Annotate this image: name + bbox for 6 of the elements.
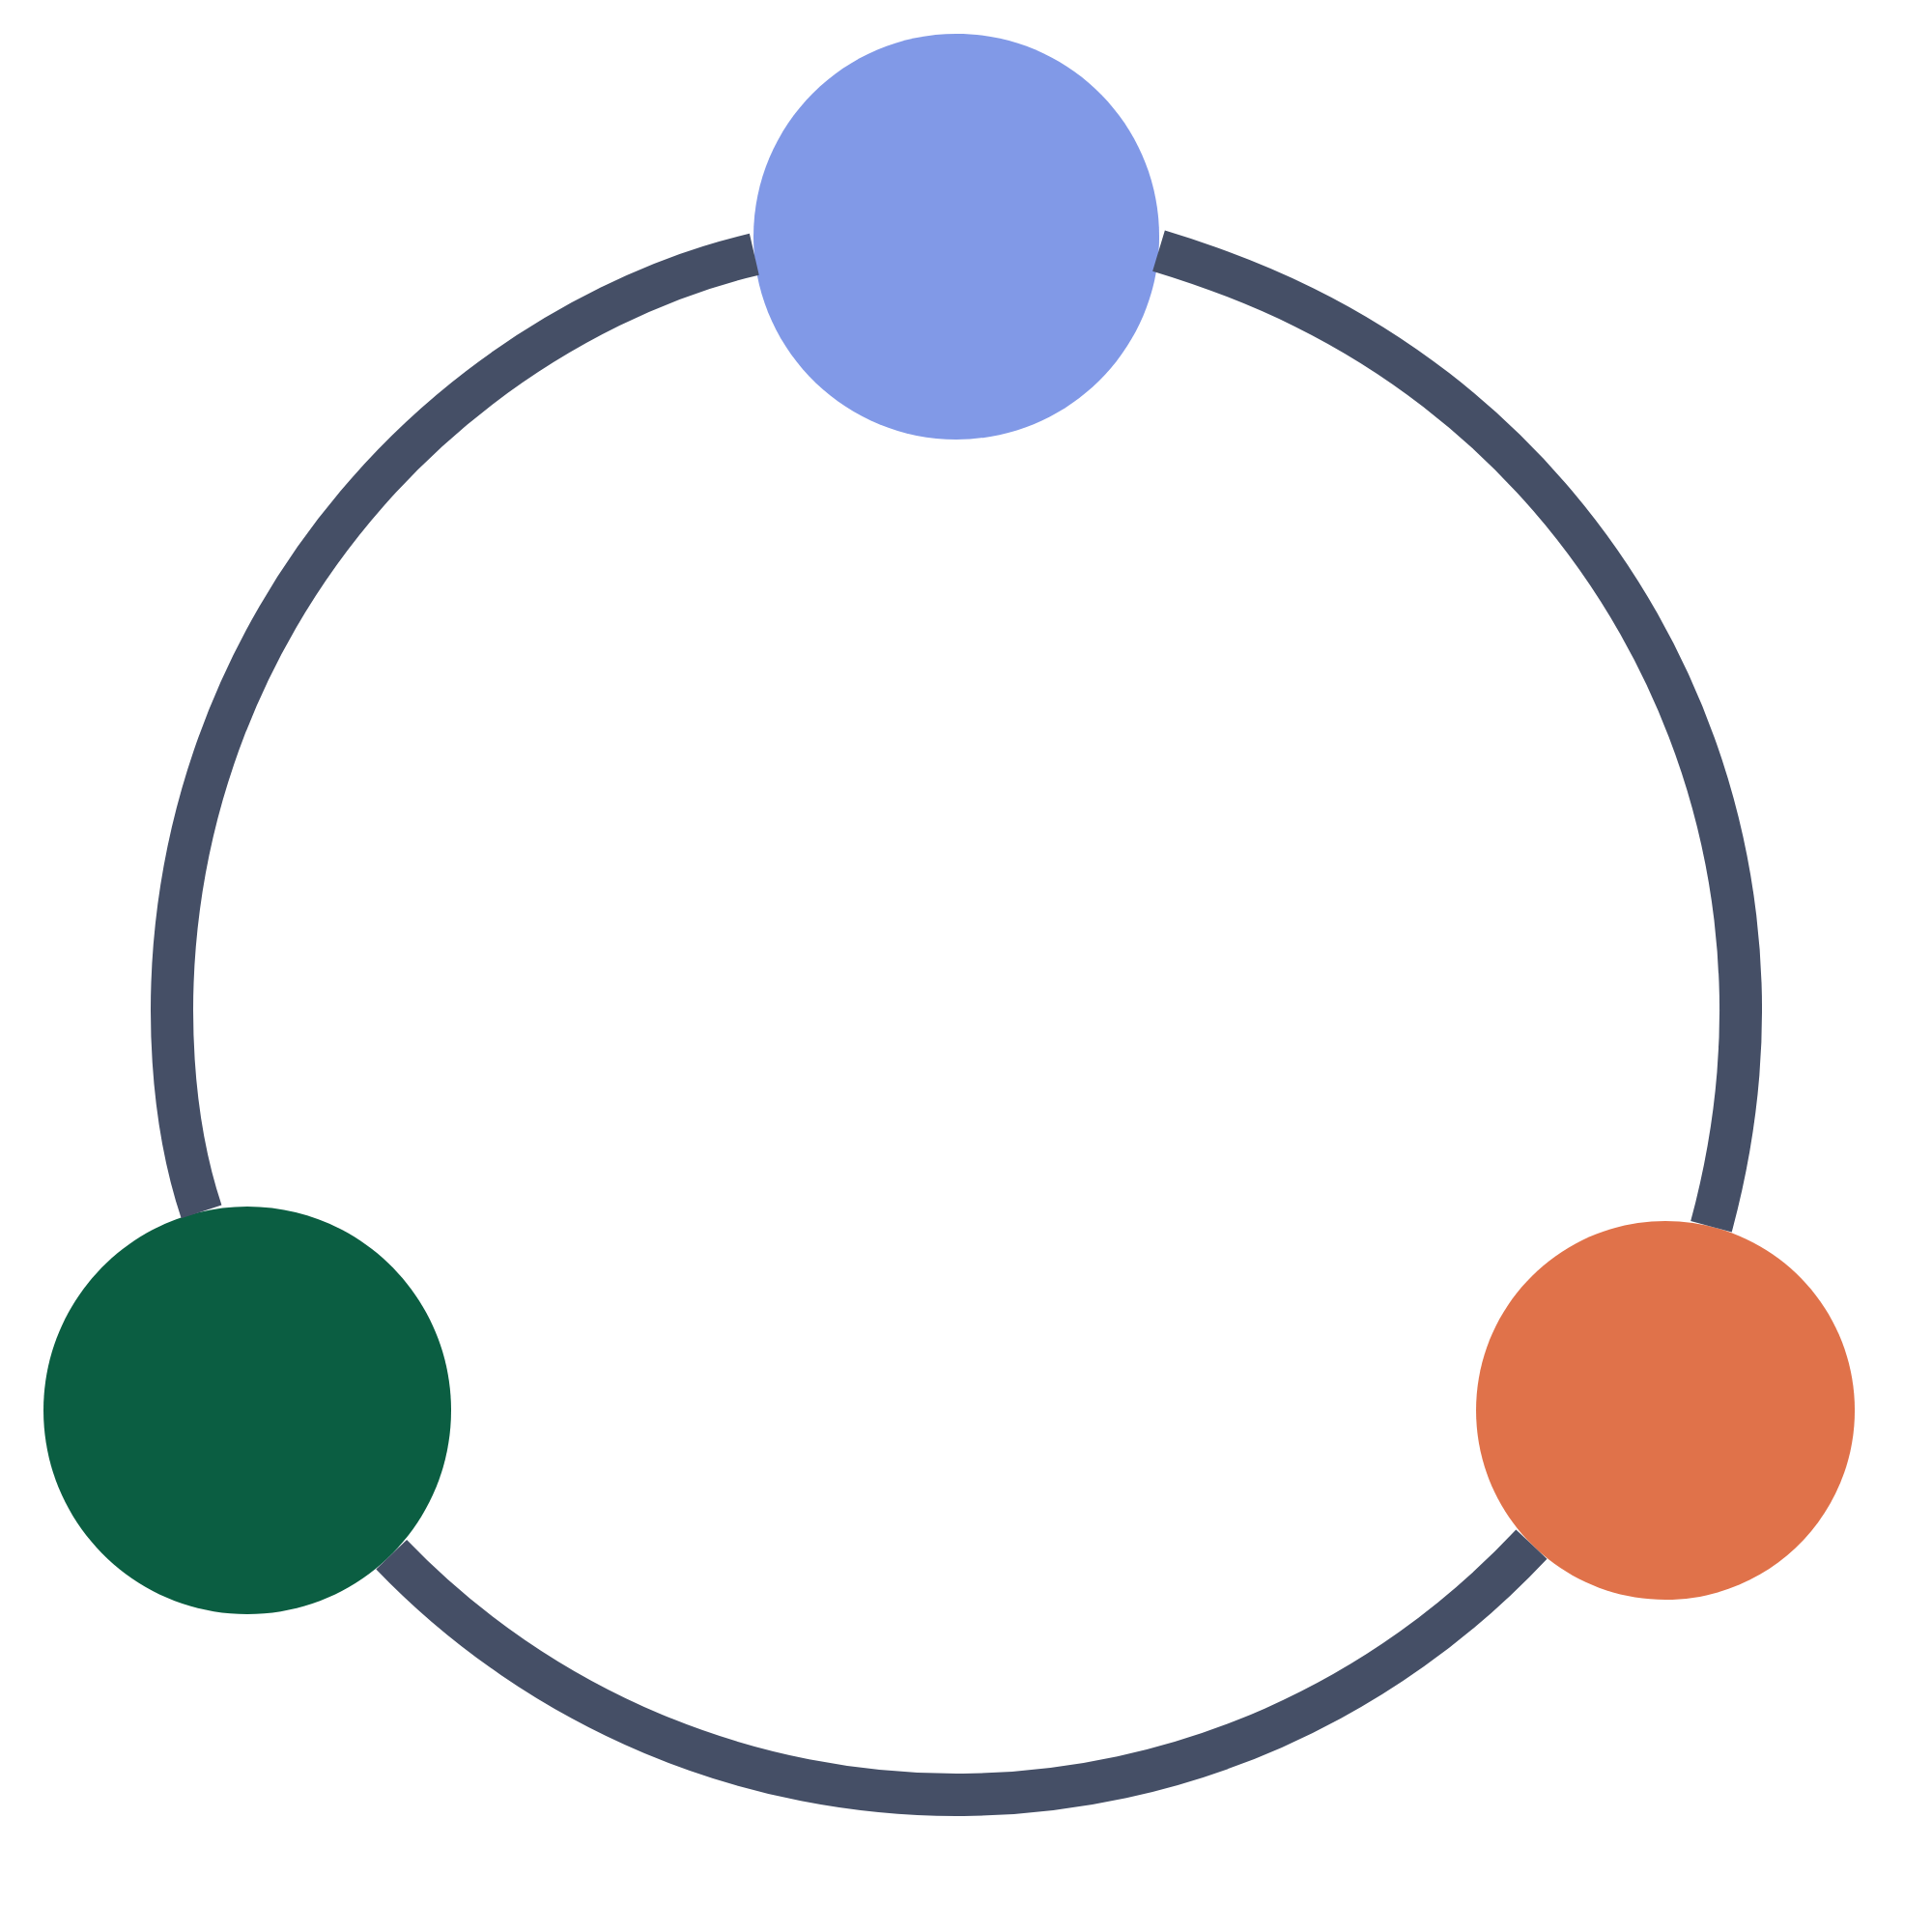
ring-arc	[1152, 230, 1762, 1233]
ring-arc	[151, 233, 759, 1219]
circle	[1476, 1221, 1855, 1600]
circle	[753, 33, 1159, 440]
circle	[43, 1207, 451, 1614]
ring-arc	[376, 1529, 1548, 1816]
